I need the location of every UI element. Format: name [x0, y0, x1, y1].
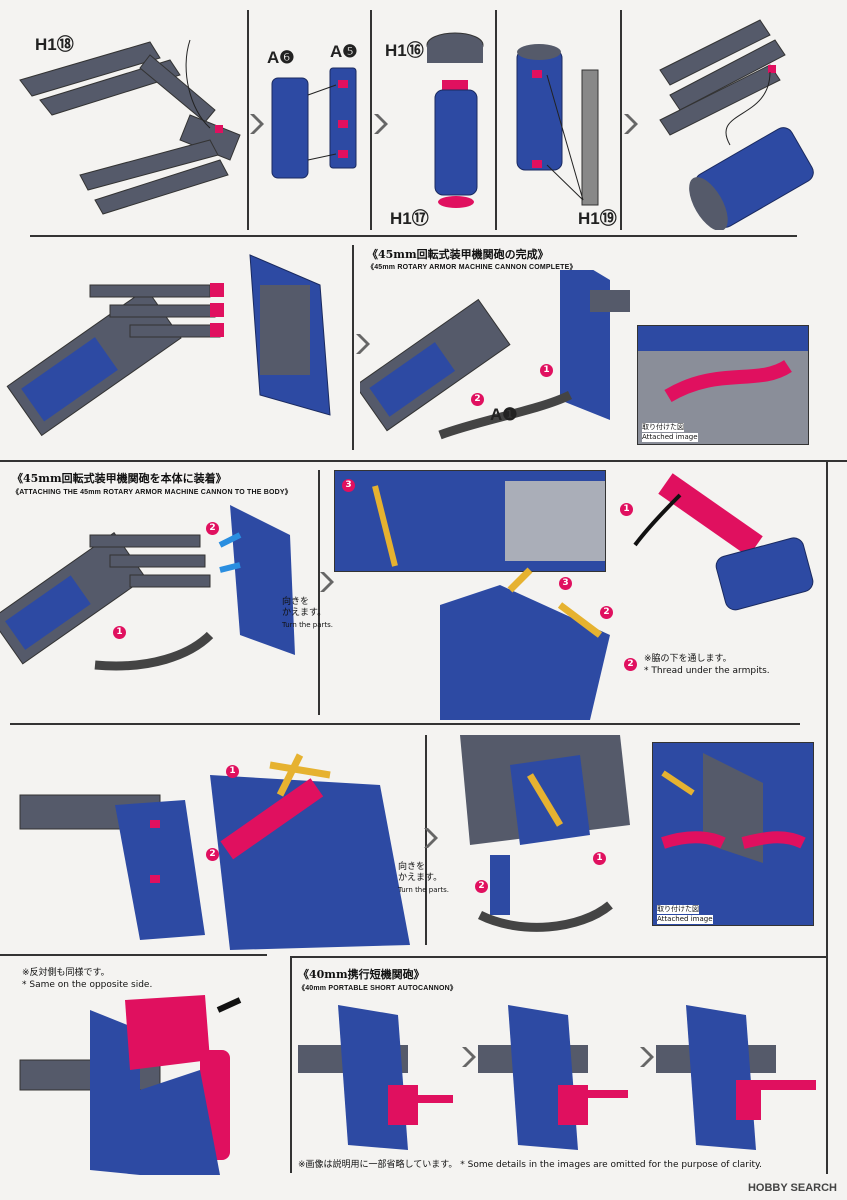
divider-v-4 [425, 735, 427, 945]
step-h1-16-17-illustration [426, 32, 484, 208]
chevron-right-icon [462, 1047, 476, 1067]
step-badge: 2 [471, 393, 484, 406]
step-badge: 1 [113, 626, 126, 639]
chevron-right-icon [250, 114, 264, 134]
step-badge: 3 [559, 577, 572, 590]
armpit-note-jp: ※脇の下を通します。 [644, 654, 732, 664]
footer-note-en: * Some details in the images are omitted… [460, 1160, 762, 1170]
border-right [826, 462, 828, 1174]
step-badge: 1 [593, 852, 606, 865]
cannon-complete-illustration: A❶ [360, 270, 630, 440]
divider-row-4 [0, 954, 267, 956]
part-label-h1-16: H1⑯ [385, 41, 424, 60]
opposite-note-en: * Same on the opposite side. [22, 980, 153, 990]
part-label-a5: A❺ [330, 42, 358, 61]
chevron-right-icon [356, 334, 370, 354]
section-subtitle-attach: 《ATTACHING THE 45mm ROTARY ARMOR MACHINE… [12, 489, 292, 496]
turn-note-jp-1b: 向きを [398, 862, 426, 872]
divider-row-2 [0, 460, 847, 462]
divider-row-1 [30, 235, 797, 237]
step-badge: 2 [624, 658, 637, 671]
part-label-h1-19: H1⑲ [578, 209, 617, 228]
attached-image-inset-1: 取り付けた図 Attached image [637, 325, 809, 445]
detail-inset-drawing [335, 471, 605, 571]
divider-v-5 [290, 958, 292, 1173]
section-subtitle-complete: 《45mm ROTARY ARMOR MACHINE CANNON COMPLE… [367, 264, 577, 271]
step-badge: 2 [206, 848, 219, 861]
step-badge: 1 [540, 364, 553, 377]
turn-note-en: Turn the parts. [282, 621, 334, 629]
footer-note-jp: ※画像は説明用に一部省略しています。 [298, 1160, 458, 1170]
step-badge: 2 [206, 522, 219, 535]
step-thread-armpit-illustration [440, 473, 814, 720]
section-title-complete: 《45mm回転式装甲機関砲の完成》 [367, 248, 549, 261]
part-label-h1-17: H1⑰ [390, 209, 429, 228]
step-mount-to-body-illustration [19, 753, 410, 950]
turn-note-jp-1: 向きを [282, 597, 310, 607]
divider-v-2 [352, 245, 354, 450]
divider-v-1c [495, 10, 497, 230]
border-bottom-box [290, 956, 827, 958]
step-attach-drum-illustration [659, 19, 814, 230]
chevron-right-icon [424, 828, 438, 848]
attached-label-en-2: Attached image [657, 915, 713, 924]
turn-note-jp-2: かえます。 [282, 608, 327, 618]
step-attach-rear-illustration [460, 735, 630, 932]
turn-note-jp-2b: かえます。 [398, 873, 443, 883]
attached-label-jp-2: 取り付けた図 [657, 905, 699, 914]
step-detach-illustration [0, 505, 295, 671]
step-h1-19-illustration [516, 44, 599, 206]
chevron-right-icon [320, 572, 334, 592]
section-title-attach: 《45mm回転式装甲機関砲を本体に装着》 [12, 472, 227, 485]
step-opposite-side-illustration [19, 995, 242, 1175]
attached-image-inset-2: 取り付けた図 Attached image [652, 742, 814, 926]
part-label-a6: A❻ [267, 48, 295, 67]
chevron-right-icon [640, 1047, 654, 1067]
attached-label-jp: 取り付けた図 [642, 423, 684, 432]
footer-note: ※画像は説明用に一部省略しています。 * Some details in the… [298, 1160, 762, 1171]
autocannon-step-1-illustration [298, 1005, 453, 1150]
divider-v-1d [620, 10, 622, 230]
autocannon-step-3-illustration [656, 1005, 816, 1150]
chevron-right-icon [624, 114, 638, 134]
armpit-note-en: * Thread under the armpits. [644, 666, 770, 676]
divider-row-3 [10, 723, 800, 725]
attached-label-en: Attached image [642, 433, 698, 442]
divider-v-3 [318, 470, 320, 715]
chevron-right-icon [374, 114, 388, 134]
watermark: HOBBY SEARCH [747, 1182, 837, 1194]
step-mount-handle-illustration [6, 254, 331, 437]
step-h1-18-illustration [19, 39, 241, 215]
section-subtitle-portable: 《40mm PORTABLE SHORT AUTOCANNON》 [298, 985, 458, 992]
part-label-h1-18: H1⑱ [35, 35, 74, 54]
part-label-a1: A❶ [490, 405, 518, 424]
step-badge: 2 [475, 880, 488, 893]
turn-note-enb: Turn the parts. [398, 886, 450, 894]
divider-v-1a [247, 10, 249, 230]
autocannon-step-2-illustration [478, 1005, 628, 1150]
step-badge: 2 [600, 606, 613, 619]
section-title-portable: 《40mm携行短機関砲》 [298, 968, 425, 981]
opposite-note-jp: ※反対側も同様です。 [22, 968, 110, 978]
attached-image-drawing-2 [653, 743, 813, 925]
detail-inset-3 [334, 470, 606, 572]
divider-v-1b [370, 10, 372, 230]
step-badge: 3 [342, 479, 355, 492]
step-badge: 1 [620, 503, 633, 516]
step-badge: 1 [226, 765, 239, 778]
step-a6-a5-illustration [271, 67, 357, 179]
